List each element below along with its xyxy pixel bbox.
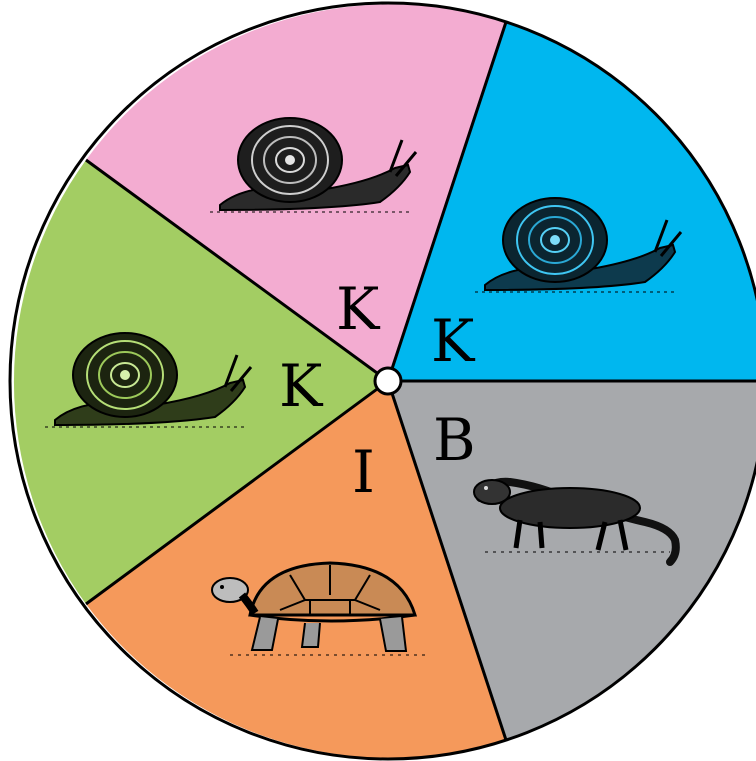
sector-label-green: K (279, 352, 324, 420)
spinner-hub (375, 368, 401, 394)
sector-label-blue: K (431, 307, 476, 375)
sector-label-gray: B (433, 406, 476, 474)
sector-label-pink: K (336, 275, 381, 343)
sector-label-orange: I (352, 438, 375, 506)
